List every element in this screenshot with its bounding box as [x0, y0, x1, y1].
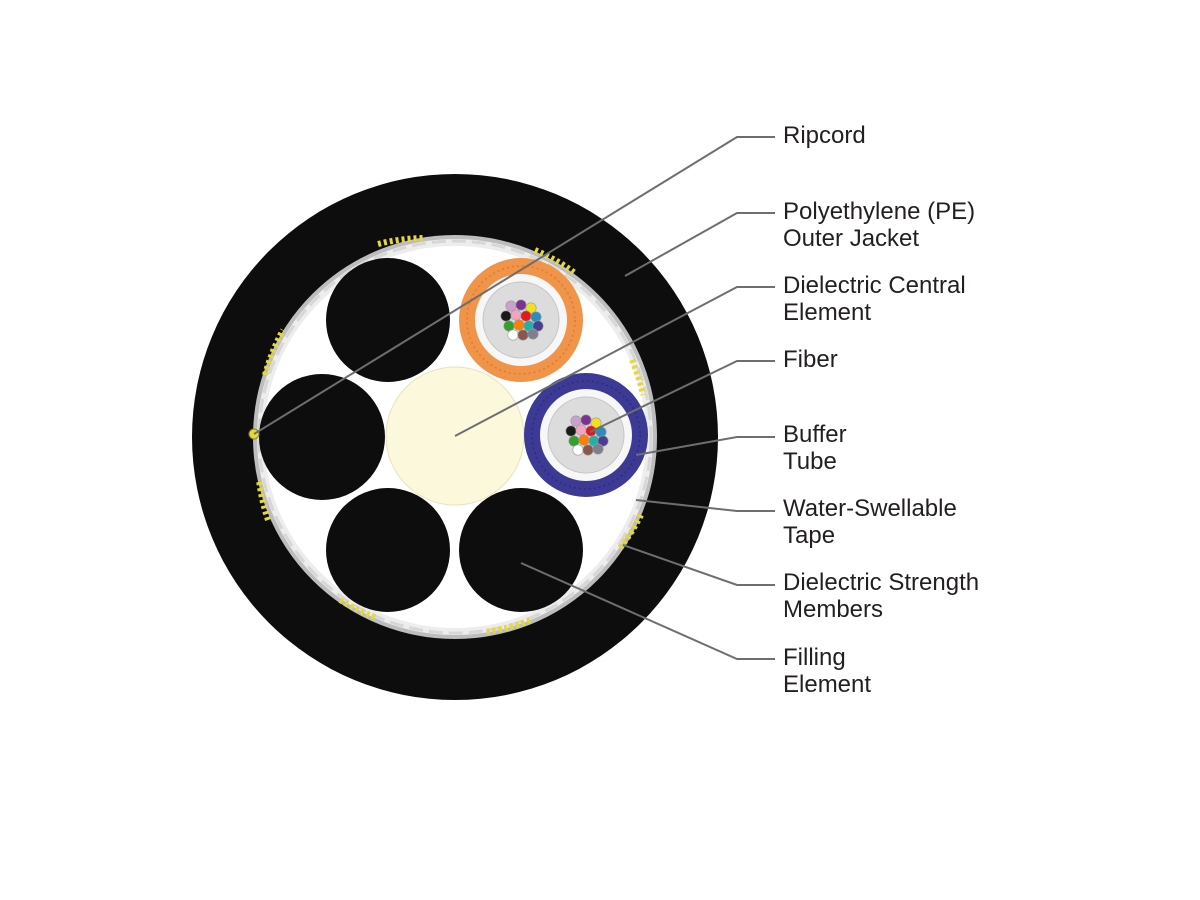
- fiber: [565, 425, 577, 437]
- buffer-tube-blue: [524, 373, 648, 497]
- label-buffer-tube: Buffer Tube: [783, 421, 847, 475]
- fiber: [578, 434, 590, 446]
- fiber: [532, 320, 544, 332]
- strength-member: [377, 235, 426, 247]
- fiber: [582, 444, 594, 456]
- leader-line-strength-members: [622, 544, 775, 586]
- leader-line-outer-jacket: [624, 212, 775, 277]
- strength-member: [617, 513, 644, 550]
- label-filling-element: Filling Element: [783, 644, 872, 698]
- fiber: [525, 302, 537, 314]
- buffer-tube-orange: [459, 258, 583, 382]
- fiber: [527, 328, 539, 340]
- leader-line-fiber: [589, 360, 775, 433]
- strength-member: [484, 617, 532, 635]
- leader-line-water-tape: [635, 499, 775, 512]
- fiber: [570, 415, 582, 427]
- strength-members: [256, 235, 646, 635]
- filling-element: [326, 488, 450, 612]
- filling-element: [259, 374, 385, 500]
- fiber: [500, 310, 512, 322]
- fiber-bundle: [500, 299, 544, 341]
- label-strength-members: Dielectric Strength Members: [783, 569, 980, 623]
- fiber: [575, 424, 587, 436]
- fiber: [597, 435, 609, 447]
- fiber: [513, 319, 525, 331]
- leader-line-buffer-tube: [635, 436, 775, 456]
- strength-member: [533, 247, 577, 276]
- leader-lines: [253, 136, 775, 660]
- strength-member: [262, 328, 286, 376]
- tape-texture: [257, 239, 653, 635]
- label-outer-jacket: Polyethylene (PE) Outer Jacket: [783, 198, 976, 252]
- label-central-element: Dielectric Central Element: [783, 272, 966, 326]
- leader-line-central-element: [454, 286, 775, 437]
- leader-line-ripcord: [253, 136, 775, 435]
- fiber: [510, 309, 522, 321]
- fiber: [530, 311, 542, 323]
- strength-member: [256, 479, 271, 521]
- fiber: [505, 300, 517, 312]
- label-fiber: Fiber: [783, 346, 838, 373]
- label-ripcord: Ripcord: [783, 122, 866, 149]
- fiber: [515, 299, 527, 311]
- fiber: [572, 444, 584, 456]
- leader-line-filling-element: [520, 562, 775, 660]
- label-water-tape: Water-Swellable Tape: [783, 495, 957, 549]
- filling-element: [459, 488, 583, 612]
- strength-member: [629, 358, 646, 396]
- fiber: [520, 310, 532, 322]
- fiber: [592, 443, 604, 455]
- fiber: [580, 414, 592, 426]
- filling-element: [326, 258, 450, 382]
- strength-member: [338, 597, 377, 620]
- fiber: [507, 329, 519, 341]
- fiber: [517, 329, 529, 341]
